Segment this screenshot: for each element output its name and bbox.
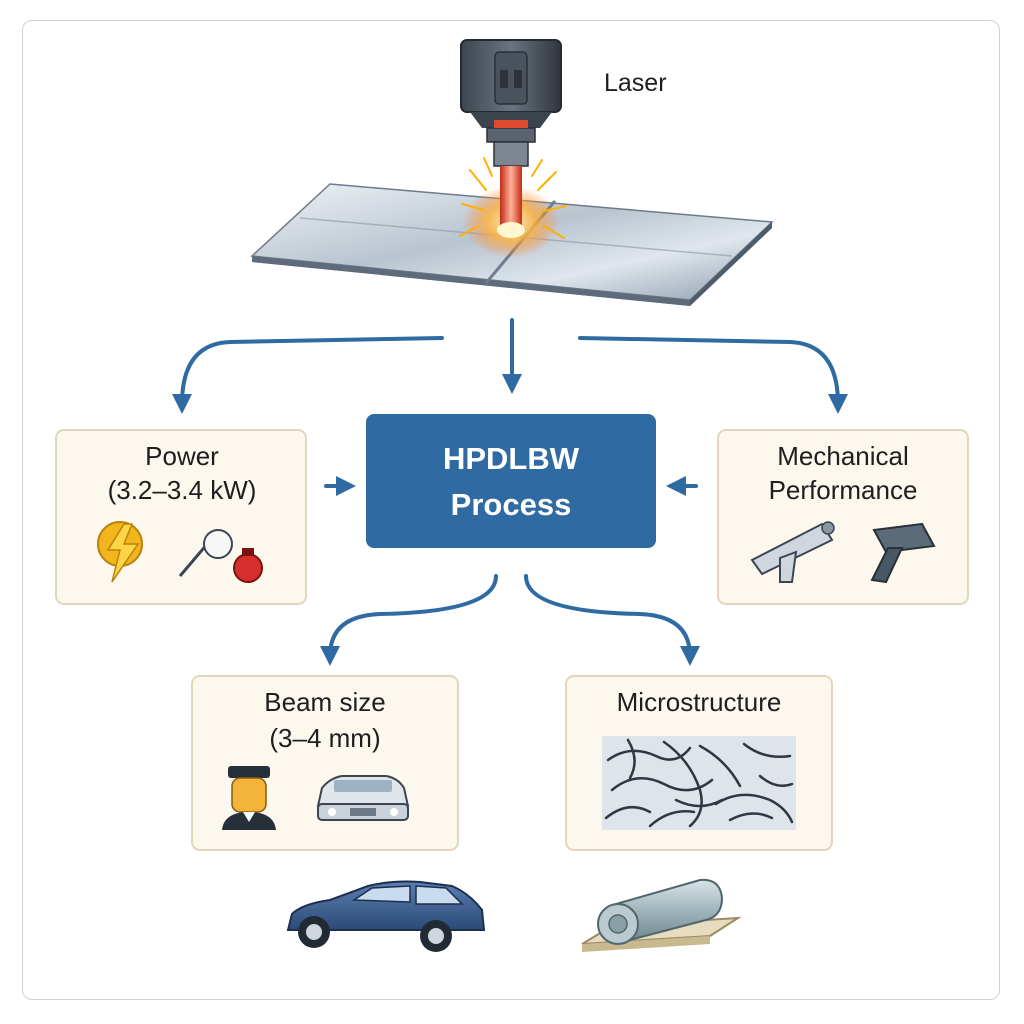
mechanical-title-line2: Performance xyxy=(768,475,918,505)
worker-icon xyxy=(222,766,276,830)
grain-boundary xyxy=(758,774,794,787)
grain-boundary xyxy=(742,742,792,758)
car-front-icon xyxy=(316,775,410,821)
probe-icon xyxy=(178,529,263,583)
process-subtitle: Process xyxy=(450,487,572,522)
roll-icon xyxy=(581,878,742,952)
mechanical-title-line1: Mechanical xyxy=(777,441,909,471)
process-box xyxy=(366,414,656,548)
lightning-icon xyxy=(97,521,143,583)
connector-arrows xyxy=(172,318,848,666)
beam-title: Beam size xyxy=(264,687,386,717)
laser-head-icon xyxy=(460,39,562,167)
power-title: Power xyxy=(145,441,219,471)
process-title: HPDLBW xyxy=(442,441,580,476)
grain-boundary xyxy=(662,740,703,828)
spray-gun-icon xyxy=(750,521,835,583)
laser-label: Laser xyxy=(604,69,667,97)
grain-boundary xyxy=(698,744,742,788)
microstructure-title: Microstructure xyxy=(616,687,782,717)
grain-boundary xyxy=(604,805,652,820)
grain-boundary xyxy=(648,810,696,828)
microstructure-texture xyxy=(602,736,796,830)
grain-boundary xyxy=(626,738,636,780)
beam-range: (3–4 mm) xyxy=(269,723,381,753)
car-icon xyxy=(286,880,486,952)
power-range: (3.2–3.4 kW) xyxy=(107,475,257,505)
hammer-icon xyxy=(870,522,936,584)
grain-boundary xyxy=(674,798,724,808)
grain-boundary xyxy=(728,812,774,822)
grain-boundary xyxy=(714,793,794,824)
laser-beam xyxy=(459,157,567,258)
